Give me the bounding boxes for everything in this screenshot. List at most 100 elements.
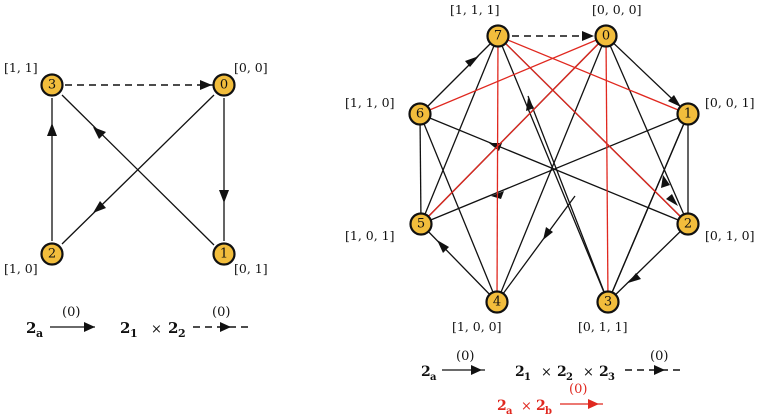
- left-coord-0: [0, 0]: [234, 60, 268, 75]
- left-legend-dashed-sub-1: 1: [130, 327, 138, 340]
- right-legend-dashed-label-1: 2: [515, 364, 525, 380]
- right-arrowhead: [437, 240, 449, 253]
- right-arrowhead: [543, 227, 553, 240]
- right-edge-4-0b: [496, 195, 576, 303]
- right-legend-red-sub-2: b: [545, 406, 552, 417]
- right-legend-dashed-sub-2: 2: [566, 372, 573, 383]
- left-legend-dashed-label-1: 2: [120, 319, 130, 337]
- right-legend-dashed-sub-1: 1: [524, 372, 531, 383]
- left-coord-1: [0, 1]: [234, 261, 268, 276]
- left-node-0: 0: [212, 73, 236, 97]
- right-legend-red-times: ×: [521, 399, 532, 414]
- svg-text:0: 0: [220, 78, 228, 93]
- svg-text:4: 4: [493, 295, 501, 310]
- right-graph: 7 0 6 1 5 2 4 3 [1, 1, 1] [0, 0, 0] [1, …: [345, 2, 755, 417]
- right-arrowhead: [526, 98, 534, 111]
- left-legend-solid-sub: a: [36, 327, 43, 340]
- right-edge-7-6: [419, 35, 499, 115]
- right-coord-5: [1, 0, 1]: [345, 228, 395, 243]
- right-legend-arrowhead: [471, 365, 482, 375]
- svg-text:6: 6: [416, 107, 424, 122]
- right-legend-solid-top: (0): [456, 349, 474, 364]
- right-node-2: 2: [676, 212, 700, 236]
- right-node-6: 6: [408, 102, 432, 126]
- right-edge-4-5: [420, 223, 498, 303]
- right-legend-solid-sub: a: [430, 372, 437, 383]
- right-legend-times-1: ×: [541, 365, 552, 380]
- right-node-3: 3: [596, 290, 620, 314]
- left-arrowhead: [47, 123, 57, 136]
- right-coord-7: [1, 1, 1]: [450, 2, 500, 17]
- right-arrowhead: [582, 31, 594, 41]
- left-legend-arrowhead: [84, 322, 95, 332]
- right-legend-dashed-arrowhead: [654, 365, 665, 375]
- left-graph: 3 0 2 1 [1, 1] [0, 0] [1, 0] [0, 1] (0) …: [4, 60, 268, 340]
- right-arrowhead: [666, 194, 678, 206]
- svg-text:0: 0: [602, 29, 610, 44]
- red-edge-0-6: [419, 35, 607, 115]
- red-edge-0-3: [605, 35, 609, 303]
- right-red-edges: [419, 35, 689, 303]
- right-legend-times-2: ×: [583, 365, 594, 380]
- left-legend-solid-top: (0): [62, 305, 80, 320]
- left-arrowhead: [219, 190, 229, 203]
- right-node-4: 4: [485, 290, 509, 314]
- left-legend-dashed-label-2: 2: [168, 319, 178, 337]
- left-legend-dashed-top: (0): [212, 305, 230, 320]
- right-legend-solid-label: 2: [421, 364, 431, 380]
- right-black-edges: [419, 31, 689, 303]
- right-legend-red-top: (0): [569, 382, 587, 397]
- left-node-3: 3: [40, 73, 64, 97]
- right-edge-0-4: [496, 35, 607, 303]
- svg-text:7: 7: [494, 29, 502, 44]
- right-legend: (0) 2 a 2 1 × 2 2 × 2 3 (0) (0) 2 a × 2 …: [421, 349, 680, 417]
- right-arrowhead: [661, 175, 670, 188]
- left-legend: (0) 2 a 2 1 × 2 2 (0): [26, 305, 250, 340]
- left-arrowhead: [93, 127, 106, 139]
- right-coord-6: [1, 1, 0]: [345, 95, 395, 110]
- red-edge-7-1: [497, 35, 689, 115]
- right-legend-dashed-sub-3: 3: [608, 372, 615, 383]
- left-legend-dashed-arrowhead: [220, 322, 231, 332]
- right-legend-red-label-1: 2: [497, 398, 507, 414]
- right-coord-1: [0, 0, 1]: [705, 95, 755, 110]
- right-legend-red-label-2: 2: [536, 398, 546, 414]
- left-node-2: 2: [40, 242, 64, 266]
- left-arrowhead: [93, 201, 106, 213]
- right-legend-dashed-label-3: 2: [599, 364, 609, 380]
- left-legend-times: ×: [151, 322, 162, 337]
- right-coord-0: [0, 0, 0]: [592, 2, 642, 17]
- right-legend-dashed-top: (0): [650, 349, 668, 364]
- svg-text:1: 1: [220, 247, 228, 262]
- right-arrowhead: [628, 273, 641, 283]
- left-edge-1-3: [61, 94, 215, 246]
- right-coord-2: [0, 1, 0]: [705, 228, 755, 243]
- left-legend-solid-label: 2: [26, 319, 36, 337]
- svg-text:1: 1: [684, 107, 692, 122]
- right-node-1: 1: [676, 102, 700, 126]
- right-arrowhead: [668, 95, 681, 107]
- right-node-5: 5: [409, 212, 433, 236]
- right-edge-2-6: [419, 113, 689, 225]
- left-node-1: 1: [212, 242, 236, 266]
- right-edge-3-7b: [527, 95, 609, 303]
- right-arrowhead: [465, 56, 479, 67]
- svg-text:3: 3: [48, 78, 56, 93]
- svg-text:2: 2: [684, 217, 692, 232]
- red-edge-7-4: [496, 35, 499, 303]
- right-legend-red-arrowhead: [588, 399, 599, 409]
- right-edge-2-3: [607, 223, 689, 303]
- left-legend-dashed-sub-2: 2: [178, 327, 186, 340]
- left-coord-3: [1, 1]: [4, 60, 38, 75]
- svg-text:5: 5: [417, 217, 425, 232]
- right-legend-dashed-label-2: 2: [557, 364, 567, 380]
- red-edge-0-5: [420, 35, 607, 225]
- svg-text:3: 3: [604, 295, 612, 310]
- right-node-7: 7: [486, 24, 510, 48]
- right-edge-6-5: [419, 113, 422, 225]
- svg-text:2: 2: [48, 247, 56, 262]
- right-legend-red-sub-1: a: [506, 406, 513, 417]
- left-arrowhead: [200, 80, 212, 90]
- left-coord-2: [1, 0]: [4, 261, 38, 276]
